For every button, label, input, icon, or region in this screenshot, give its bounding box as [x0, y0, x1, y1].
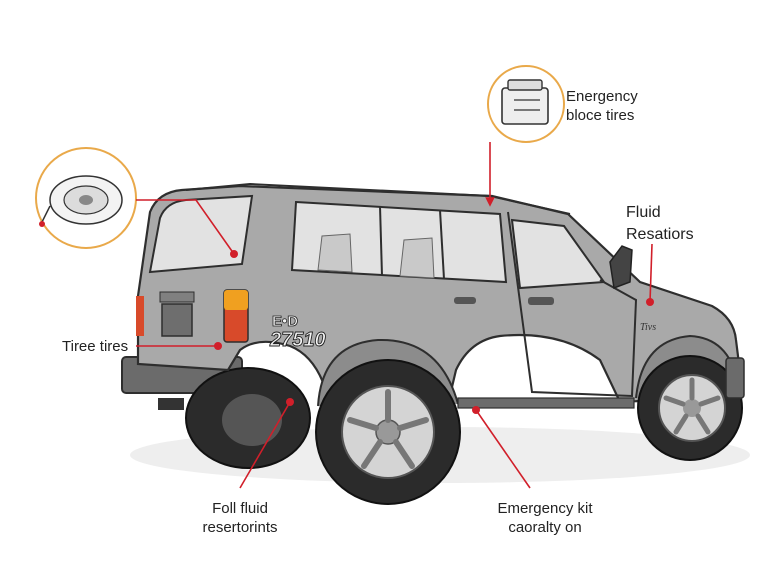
- plate-light: [159, 291, 195, 303]
- leader-dots: [214, 250, 654, 414]
- tail-light-left: [136, 296, 144, 336]
- seat: [317, 233, 353, 273]
- license-plate: [161, 303, 193, 337]
- side-mirror: [609, 245, 633, 290]
- window-pillar-2: [439, 209, 445, 280]
- door-handle-rear: [454, 297, 476, 304]
- badge-bottom: 27510: [269, 329, 326, 351]
- front-wheel: [637, 355, 743, 461]
- label-emergency-blocks: Energency bloce tires: [566, 88, 638, 124]
- leader-spare-wheel: [136, 199, 235, 255]
- rear-window: [148, 194, 254, 274]
- label-fluid-reservoirs: Fluid Resatiors: [626, 204, 694, 243]
- label-fluid-under: Foll fluid resertorints: [202, 500, 278, 536]
- rear-wheel: [315, 359, 461, 505]
- badge-top: E•D: [272, 313, 298, 330]
- door-handle: [528, 297, 554, 305]
- leader-lines: [136, 142, 653, 489]
- leader-fluid-reservoirs: [649, 243, 653, 303]
- leader-fluid-under: [239, 401, 291, 489]
- label-emergency-kit: Emergency kit caoralty on: [497, 500, 593, 536]
- window-pillar: [379, 205, 383, 277]
- spare-wheel-icon: [35, 147, 137, 249]
- front-bumper: [725, 357, 745, 399]
- roof-line: [185, 182, 571, 215]
- seat: [399, 237, 435, 279]
- tail-light-amber: [224, 290, 248, 310]
- exhaust-pipe: [158, 398, 184, 410]
- rear-tire: [185, 367, 311, 469]
- front-door: [507, 211, 638, 398]
- emergency-kit-box-icon: [487, 65, 565, 143]
- leader-emergency-kit: [475, 409, 531, 489]
- running-board: [457, 397, 635, 409]
- side-script: Tivs: [640, 322, 656, 333]
- label-tire: Tiree tires: [62, 338, 129, 355]
